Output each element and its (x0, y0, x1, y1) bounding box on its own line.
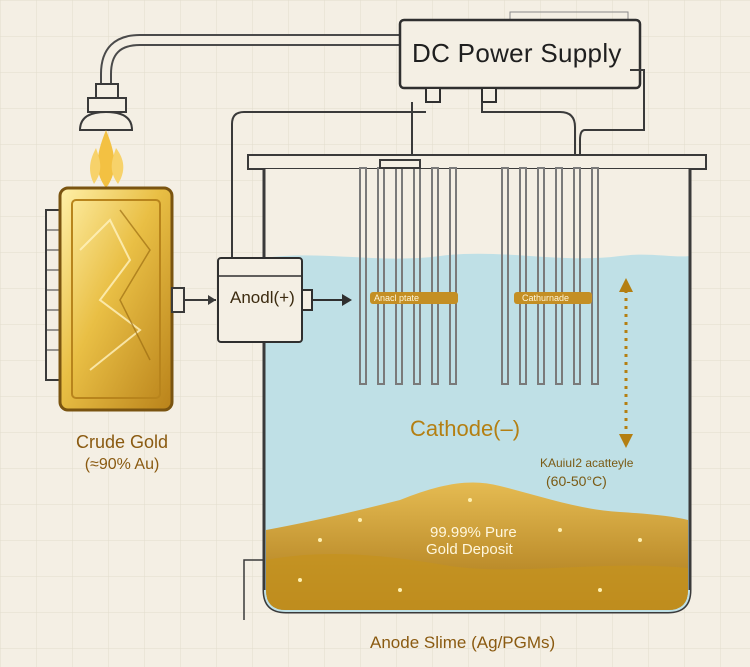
electrolyte-temperature: (60-50°C) (546, 473, 607, 489)
dc-power-supply-box (398, 11, 642, 103)
drain-line (243, 559, 264, 620)
crude-gold-bar (45, 186, 174, 412)
gold-deposit (266, 482, 688, 610)
flame-icon (90, 130, 124, 188)
power-supply-title: DC Power Supply (412, 38, 622, 68)
anode-plate-label: Anacl ptate (374, 293, 420, 303)
cathode-label: Cathode(–) (410, 416, 521, 441)
anode-plate-tag (370, 292, 458, 304)
deposit-name-label: Gold Deposit (426, 541, 513, 558)
anode-terminal-label: Anodl(+) (230, 288, 295, 307)
crude-gold-purity: (≈90% Au) (84, 456, 160, 473)
cathode-plates (501, 167, 599, 385)
deposit-purity-label: 99.99% Pure (430, 524, 517, 541)
circuit-wires (231, 69, 645, 258)
cathode-plate-tag (514, 292, 592, 304)
anode-arrow (171, 287, 216, 313)
anode-terminal-box (217, 257, 352, 343)
anode-plates (359, 159, 457, 385)
cathode-plate-label: Cathurnade (522, 293, 570, 303)
crude-gold-name: Crude Gold (75, 432, 169, 452)
pipe-connector (78, 83, 134, 131)
anode-slime-label: Anode Slime (Ag/PGMs) (370, 633, 556, 652)
electrolyte-name: KAuiuI2 acatteyle (540, 456, 634, 470)
level-arrow (619, 278, 633, 448)
